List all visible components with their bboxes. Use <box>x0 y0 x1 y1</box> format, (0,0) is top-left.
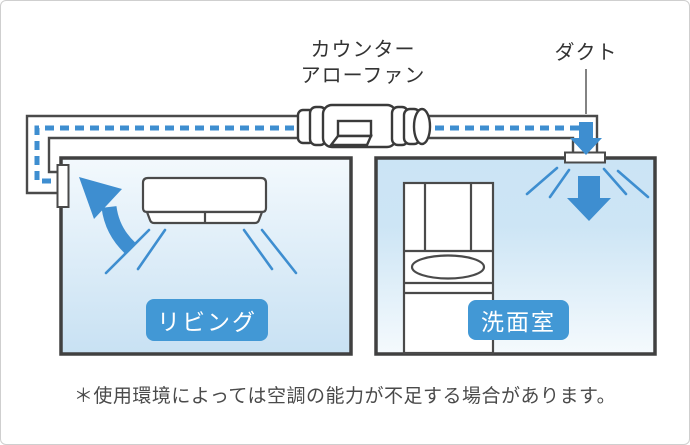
fan-label: カウンター アローファン <box>301 37 426 89</box>
counter-arrow-fan <box>296 103 432 149</box>
footnote-text: ＊使用環境によっては空調の能力が不足する場合があります。 <box>73 386 617 407</box>
washroom-ceiling-vent <box>564 151 606 164</box>
living-room-label: リビング <box>146 299 268 341</box>
living-wall-vent <box>56 164 70 208</box>
ac-airflow-lines <box>104 228 298 275</box>
ac-unit <box>141 176 268 225</box>
fan-louver <box>328 119 373 147</box>
washroom-label: 洗面室 <box>468 300 569 340</box>
basin-icon <box>410 254 486 280</box>
down-arrow-icon <box>567 176 611 221</box>
vent-airflow-lines <box>525 166 650 199</box>
fan-label-line1: カウンター <box>310 39 416 61</box>
duct-outlet-arrow-icon <box>570 122 602 155</box>
duct-label: ダクト <box>554 42 618 64</box>
fan-label-line2: アローファン <box>300 65 426 87</box>
curved-arrow-icon <box>79 177 136 254</box>
